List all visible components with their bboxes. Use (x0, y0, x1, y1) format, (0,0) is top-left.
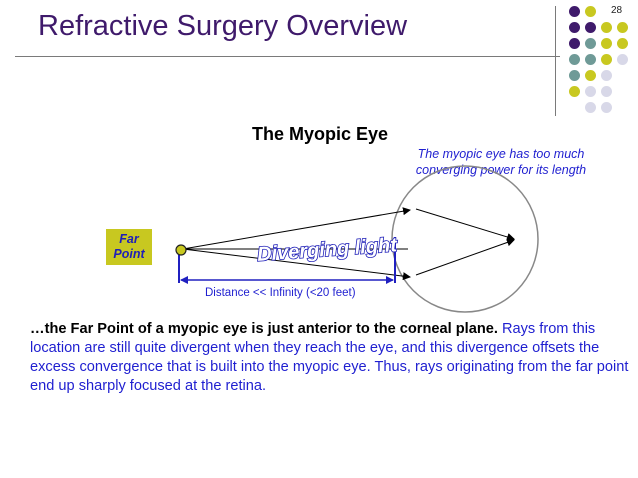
decor-dot (585, 86, 596, 97)
decor-dot (585, 70, 596, 81)
decor-dot (585, 38, 596, 49)
explanation-text: Rays from this location are still quite … (30, 321, 629, 394)
ray-upper (182, 207, 411, 250)
decor-dot (601, 22, 612, 33)
refracted-ray-upper (415, 208, 515, 241)
header-horizontal-divider (15, 56, 560, 57)
decor-dot (617, 54, 628, 65)
decor-dot (617, 22, 628, 33)
decor-dot (569, 70, 580, 81)
decor-dot (585, 22, 596, 33)
ray-lower (182, 248, 411, 281)
diagram-subtitle: The Myopic Eye (251, 124, 389, 144)
header-vertical-divider (555, 6, 556, 116)
refracted-ray-lower (415, 238, 515, 276)
decor-dot (569, 22, 580, 33)
eye-circle (391, 165, 539, 313)
decor-dot (601, 86, 612, 97)
decor-dot (585, 6, 596, 17)
decor-dot (569, 38, 580, 49)
far-point-label: Far Point (106, 229, 152, 265)
slide-title: Refractive Surgery Overview (38, 10, 408, 42)
decor-dot (569, 86, 580, 97)
far-point-label-line1: Far (119, 232, 139, 246)
page-number: 28 (611, 5, 623, 16)
decor-dot (569, 54, 580, 65)
explanation-paragraph: …the Far Point of a myopic eye is just a… (30, 320, 630, 396)
diverging-light-label: Diverging light (256, 234, 399, 266)
decor-dot (585, 54, 596, 65)
decor-dot (617, 38, 628, 49)
decor-dot (601, 54, 612, 65)
decor-dot (601, 102, 612, 113)
decor-dot (569, 6, 580, 17)
distance-label: Distance << Infinity (<20 feet) (205, 287, 356, 299)
decor-dot (585, 102, 596, 113)
explanation-bold-text: …the Far Point of a myopic eye is just a… (30, 321, 498, 337)
decor-dot (601, 38, 612, 49)
far-point-dot (175, 244, 187, 256)
far-point-label-line2: Point (113, 247, 145, 261)
decor-dot (601, 70, 612, 81)
